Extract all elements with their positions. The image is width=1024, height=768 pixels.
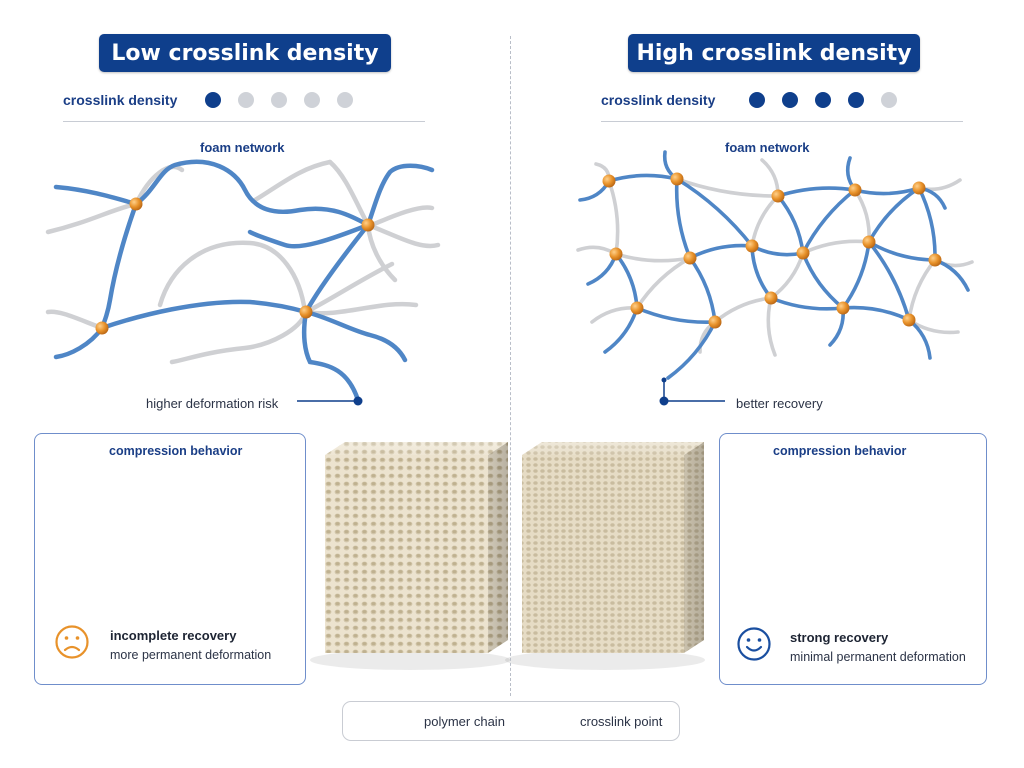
- density-dot-empty: [304, 92, 320, 108]
- crosslink-point: [771, 189, 785, 203]
- polymer-chain: [674, 177, 692, 260]
- density-dot-filled: [205, 92, 221, 108]
- crosslink-point: [902, 313, 916, 327]
- density-dot-filled: [749, 92, 765, 108]
- crosslink-point: [848, 183, 862, 197]
- polymer-chain: [867, 240, 911, 322]
- polymer-chain-end: [590, 306, 639, 324]
- callout-line-right: [659, 377, 725, 406]
- density-dot-empty: [881, 92, 897, 108]
- legend-crosslink-label: crosslink point: [580, 714, 663, 729]
- crosslink-point: [796, 246, 810, 260]
- polymer-chain: [607, 173, 679, 183]
- polymer-chain: [853, 188, 871, 244]
- polymer-chain: [801, 251, 845, 310]
- polymer-chain: [688, 256, 717, 324]
- polymer-chain: [688, 243, 754, 260]
- crosslink-point: [670, 172, 684, 186]
- density-dot-empty: [271, 92, 287, 108]
- callout-line-left: [297, 396, 363, 406]
- polymer-chain: [867, 240, 937, 262]
- crosslink-point: [912, 181, 926, 195]
- legend-chain-label: polymer chain: [424, 714, 505, 729]
- right-compression-box: [719, 433, 987, 685]
- panel-divider: [510, 36, 511, 696]
- right-network-title: foam network: [725, 140, 810, 155]
- left-panel-title: Low crosslink density: [99, 34, 391, 72]
- right-result-title: strong recovery: [790, 630, 889, 645]
- left-callout-text: higher deformation risk: [146, 396, 279, 411]
- crosslink-point: [609, 247, 623, 261]
- density-dot-filled: [848, 92, 864, 108]
- polymer-chain: [841, 305, 911, 322]
- crosslink-point: [95, 321, 109, 335]
- polymer-chain: [917, 186, 937, 262]
- left-result-title: incomplete recovery: [110, 628, 237, 643]
- left-result-subtitle: more permanent deformation: [110, 648, 272, 662]
- polymer-chain-end: [766, 296, 777, 357]
- polymer-chain: [750, 244, 805, 257]
- crosslink-point: [129, 197, 143, 211]
- crosslink-point: [928, 253, 942, 267]
- polymer-chain: [614, 252, 692, 263]
- sad-face-icon: [55, 625, 89, 659]
- right-panel-title: High crosslink density: [628, 34, 920, 72]
- legend: polymer chain crosslink point: [342, 701, 680, 741]
- crosslink-point: [630, 301, 644, 315]
- polymer-chain: [750, 194, 780, 248]
- left-network-title: foam network: [200, 140, 285, 155]
- polymer-chain: [776, 194, 805, 255]
- right-separator: [601, 121, 963, 122]
- density-dot-empty: [337, 92, 353, 108]
- right-compression-title: compression behavior: [773, 444, 907, 458]
- crosslink-point: [836, 301, 850, 315]
- polymer-chain: [607, 179, 620, 256]
- left-density-dots: [205, 92, 353, 108]
- crosslink-point: [602, 174, 616, 188]
- right-density-label: crosslink density: [601, 92, 716, 108]
- left-compression-title: compression behavior: [109, 444, 243, 458]
- left-compression-box: [34, 433, 306, 685]
- polymer-chain: [675, 177, 754, 248]
- crosslink-point: [299, 305, 313, 319]
- polymer-chain-end: [603, 306, 639, 354]
- density-dot-filled: [815, 92, 831, 108]
- right-density-dots: [749, 92, 897, 108]
- polymer-chain: [907, 258, 937, 322]
- left-density-label: crosslink density: [63, 92, 178, 108]
- crosslink-point: [361, 218, 375, 232]
- foam-block-high-density: [505, 442, 705, 670]
- polymer-chain-end: [666, 320, 717, 380]
- crosslink-point: [708, 315, 722, 329]
- high-density-network: [576, 150, 974, 380]
- polymer-chain: [614, 252, 639, 310]
- polymer-chain: [635, 256, 692, 310]
- happy-face-icon: [737, 627, 771, 661]
- crosslink-point: [764, 291, 778, 305]
- density-dot-empty: [238, 92, 254, 108]
- crosslink-point: [862, 235, 876, 249]
- polymer-chain: [769, 296, 845, 311]
- density-dot-filled: [782, 92, 798, 108]
- low-density-network: [45, 159, 441, 403]
- crosslink-point: [745, 239, 759, 253]
- polymer-chain: [776, 186, 857, 198]
- right-callout-text: better recovery: [736, 396, 823, 411]
- polymer-chain: [867, 186, 921, 244]
- foam-block-low-density: [310, 442, 510, 670]
- crosslink-point: [683, 251, 697, 265]
- polymer-chain: [635, 306, 717, 324]
- polymer-chain: [769, 251, 805, 300]
- polymer-chain: [801, 239, 871, 255]
- left-separator: [63, 121, 425, 122]
- polymer-chain: [841, 240, 871, 310]
- polymer-chain: [675, 177, 780, 198]
- right-result-subtitle: minimal permanent deformation: [790, 650, 966, 664]
- polymer-chain: [713, 296, 773, 324]
- polymer-chain: [801, 188, 857, 255]
